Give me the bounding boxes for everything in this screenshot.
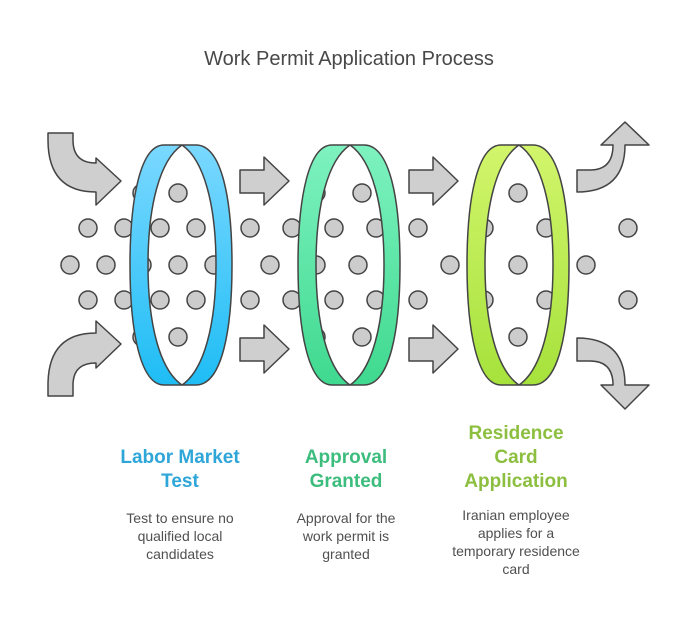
flow-arrow-2-top-icon	[408, 156, 459, 206]
particle-dot	[240, 290, 260, 310]
particle-dot	[508, 327, 528, 347]
particle-dot	[352, 327, 372, 347]
particle-dot	[348, 255, 368, 275]
particle-dot	[168, 327, 188, 347]
stage-description-residence-card-application: Iranian employee applies for a temporary…	[426, 506, 606, 578]
stage-title-residence-card-application: Residence Card Application	[426, 422, 606, 494]
stage-title-labor-market-test: Labor Market Test	[90, 446, 270, 494]
description-line: Test to ensure no	[126, 510, 234, 526]
particle-dot	[186, 218, 206, 238]
stage-title-line: Application	[464, 471, 568, 492]
particle-dot	[408, 290, 428, 310]
particle-dot	[168, 183, 188, 203]
stage-title-line: Card	[494, 447, 538, 468]
stage-title-line: Residence	[468, 423, 564, 444]
description-line: Iranian employee	[462, 507, 570, 523]
particle-dot	[260, 255, 280, 275]
flow-arrow-2-bottom-icon	[408, 324, 459, 374]
particle-dot	[618, 218, 638, 238]
stage-title-line: Labor Market	[120, 447, 240, 468]
particle-dot	[618, 290, 638, 310]
flow-arrow-1-top-icon	[239, 156, 290, 206]
particle-dot	[150, 218, 170, 238]
description-line: granted	[322, 546, 370, 562]
particle-dot	[508, 255, 528, 275]
stage-title-approval-granted: Approval Granted	[256, 446, 436, 494]
curved-exit-arrow-up-icon	[576, 121, 650, 193]
particle-dot	[576, 255, 596, 275]
description-line: qualified local	[137, 528, 223, 544]
particle-dot	[440, 255, 460, 275]
particle-dot	[186, 290, 206, 310]
stage-title-line: Test	[161, 471, 199, 492]
particle-dot	[240, 218, 260, 238]
particle-dot	[150, 290, 170, 310]
description-line: work permit is	[302, 528, 390, 544]
particle-dot	[352, 183, 372, 203]
stage-ring-labor-market-test	[129, 144, 233, 386]
stage-title-line: Approval	[304, 447, 388, 468]
particle-dot	[324, 290, 344, 310]
particle-dot	[408, 218, 428, 238]
stage-description-approval-granted: Approval for the work permit is granted	[256, 509, 436, 563]
curved-exit-arrow-down-icon	[576, 337, 650, 410]
stage-ring-residence-card-application	[466, 144, 570, 386]
particle-dot	[324, 218, 344, 238]
curved-entry-arrow-top-icon	[47, 132, 122, 206]
flow-arrow-1-bottom-icon	[239, 324, 290, 374]
stage-ring-approval-granted	[297, 144, 401, 386]
diagram-title: Work Permit Application Process	[204, 48, 494, 70]
description-line: temporary residence	[452, 543, 580, 559]
stage-title-line: Granted	[309, 471, 383, 492]
description-line: applies for a	[477, 525, 555, 541]
particle-dot	[508, 183, 528, 203]
particle-dot	[96, 255, 116, 275]
particle-dot	[78, 218, 98, 238]
description-line: card	[502, 561, 530, 577]
description-line: Approval for the	[296, 510, 396, 526]
particle-dot	[168, 255, 188, 275]
curved-entry-arrow-bottom-icon	[47, 320, 122, 397]
stage-description-labor-market-test: Test to ensure no qualified local candid…	[90, 509, 270, 563]
description-line: candidates	[146, 546, 214, 562]
particle-dot	[78, 290, 98, 310]
particle-dot	[60, 255, 80, 275]
